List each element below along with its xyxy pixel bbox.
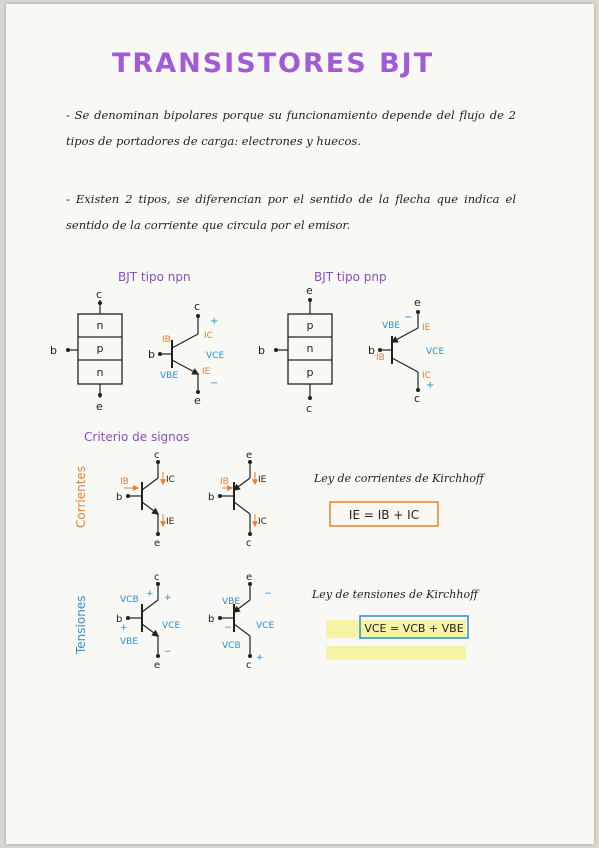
subtitle-pnp: BJT tipo pnp [314, 270, 387, 284]
svg-text:IB: IB [376, 353, 385, 363]
svg-text:+: + [256, 653, 264, 663]
eq-tensiones-box: VCE = VCB + VBE [326, 615, 469, 660]
svg-text:IC: IC [204, 331, 213, 341]
subtitle-npn: BJT tipo npn [118, 270, 191, 284]
npn-layer-1: n [97, 319, 104, 332]
svg-text:IE: IE [166, 517, 175, 527]
svg-text:c: c [246, 538, 252, 549]
svg-text:b: b [116, 614, 122, 625]
svg-text:VCE: VCE [206, 351, 224, 361]
npn-layer-2: p [97, 342, 104, 355]
npn-block-diagram: n p n c b e [50, 288, 123, 413]
svg-text:IB: IB [220, 477, 229, 487]
svg-text:+: + [164, 593, 172, 603]
svg-text:VBE: VBE [120, 637, 138, 647]
svg-text:+: + [210, 316, 218, 327]
svg-text:IC: IC [258, 517, 267, 527]
npn-symbol: c b e IB IC IE VCE VBE + − [148, 300, 224, 407]
svg-text:VBE: VBE [382, 321, 400, 331]
eq-tensiones: VCE = VCB + VBE [364, 622, 463, 635]
svg-text:b: b [208, 614, 214, 625]
pnp-layer-1: p [307, 319, 314, 332]
svg-text:c: c [246, 660, 252, 671]
eq-corrientes: IE = IB + IC [349, 508, 419, 522]
pnp-layer-2: n [307, 342, 314, 355]
svg-text:b: b [208, 492, 214, 503]
svg-text:IB: IB [162, 335, 171, 345]
svg-text:c: c [154, 450, 160, 461]
svg-text:e: e [414, 296, 421, 309]
npn-block-b: b [50, 344, 57, 357]
svg-text:−: − [224, 623, 232, 633]
svg-text:b: b [148, 348, 155, 361]
npn-block-e: e [96, 400, 103, 413]
svg-text:−: − [164, 647, 172, 657]
pnp-block-e: e [306, 284, 313, 297]
pnp-symbol: e b c VBE IE IB VCE IC − + [368, 296, 444, 405]
svg-text:e: e [246, 450, 252, 461]
svg-text:e: e [246, 572, 252, 583]
svg-text:VCE: VCE [426, 347, 444, 357]
tensiones-pnp-symbol: e b c VBE VCE VCB − − + [208, 572, 274, 671]
eq-corrientes-box: IE = IB + IC [329, 501, 439, 527]
subtitle-criterio-signos: Criterio de signos [84, 430, 190, 444]
svg-text:c: c [154, 572, 160, 583]
svg-text:b: b [116, 492, 122, 503]
paragraph-bipolares: - Se denominan bipolares porque su funci… [66, 108, 516, 148]
npn-layer-3: n [97, 366, 104, 379]
svg-text:VBE: VBE [222, 597, 240, 607]
svg-text:IE: IE [422, 323, 431, 333]
svg-text:+: + [120, 623, 128, 633]
pnp-layer-3: p [307, 366, 314, 379]
svg-text:−: − [404, 312, 412, 323]
svg-text:e: e [154, 538, 160, 549]
svg-text:c: c [194, 300, 200, 313]
paragraph-tipos: - Existen 2 tipos, se diferencian por el… [66, 192, 516, 232]
pnp-block-diagram: p n p e b c [258, 284, 333, 415]
svg-text:IC: IC [166, 475, 175, 485]
svg-text:+: + [146, 589, 154, 599]
corrientes-npn-symbol: c b e IB IC IE [116, 450, 175, 549]
svg-text:IE: IE [258, 475, 267, 485]
svg-text:e: e [194, 394, 201, 407]
kirchhoff-tensiones-label: Ley de tensiones de Kirchhoff [312, 588, 478, 601]
pnp-block-c: c [306, 402, 312, 415]
svg-text:IE: IE [202, 367, 211, 377]
svg-text:IB: IB [120, 477, 129, 487]
svg-text:−: − [264, 589, 272, 599]
svg-text:−: − [210, 378, 218, 389]
svg-text:b: b [368, 344, 375, 357]
page-title: TRANSISTORES BJT [112, 48, 435, 79]
svg-text:VBE: VBE [160, 371, 178, 381]
corrientes-pnp-symbol: e b c IB IE IC [208, 450, 267, 549]
svg-text:IC: IC [422, 371, 431, 381]
npn-block-c: c [96, 288, 102, 301]
tensiones-npn-symbol: c b e VCB VCE VBE + + + − [116, 572, 180, 671]
svg-text:VCE: VCE [162, 621, 180, 631]
notebook-page [6, 4, 594, 844]
svg-text:+: + [426, 380, 434, 391]
svg-text:VCB: VCB [120, 595, 139, 605]
svg-text:VCE: VCE [256, 621, 274, 631]
svg-text:VCB: VCB [222, 641, 241, 651]
svg-text:c: c [414, 392, 420, 405]
kirchhoff-corrientes-label: Ley de corrientes de Kirchhoff [314, 472, 484, 485]
pnp-block-b: b [258, 344, 265, 357]
svg-text:e: e [154, 660, 160, 671]
